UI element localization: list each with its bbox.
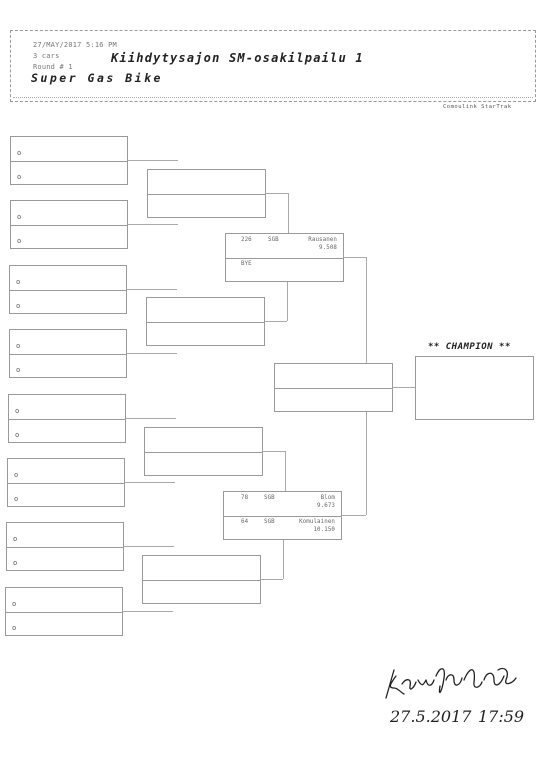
connector — [285, 451, 286, 491]
round2-slot-2 — [146, 297, 265, 346]
round1-slot-6-bottom-mark: o — [14, 494, 19, 503]
round1-slot-7: o o — [6, 522, 124, 571]
round1-slot-6-top-mark: o — [14, 471, 19, 479]
semifinal-lower: 78 SGB Blom 9.673 64 SGB Komulainen 10.1… — [223, 491, 342, 540]
connector — [366, 257, 367, 363]
round1-slot-4-top-mark: o — [16, 342, 21, 350]
final-slot — [274, 363, 393, 412]
header-frame — [10, 30, 536, 102]
connector — [128, 160, 178, 161]
round1-slot-2-top-mark: o — [17, 213, 22, 221]
entry-time: 9.508 — [319, 245, 337, 251]
header-time: 5:16 PM — [86, 41, 117, 49]
entry-class: SGB — [264, 495, 275, 501]
champion-box — [415, 356, 534, 420]
round1-slot-5: o o — [8, 394, 126, 443]
round1-slot-3-bottom-mark: o — [16, 301, 21, 310]
connector — [342, 515, 366, 516]
entry-time: 10.150 — [313, 526, 335, 533]
connector — [263, 451, 285, 452]
entry-number: 64 — [241, 518, 249, 525]
connector — [283, 540, 284, 579]
connector — [127, 289, 177, 290]
entry-class: SGB — [264, 518, 275, 525]
connector — [393, 387, 415, 388]
entry-number: 78 — [241, 495, 249, 501]
entry-name: Komulainen — [299, 518, 335, 525]
entry-number: 226 — [241, 237, 252, 243]
round1-slot-1: o o — [10, 136, 128, 185]
round1-slot-7-top-mark: o — [13, 535, 18, 543]
connector — [288, 193, 289, 233]
round1-slot-2: o o — [10, 200, 128, 249]
round1-slot-6: o o — [7, 458, 125, 507]
round1-slot-5-top-mark: o — [15, 407, 20, 415]
signature-date: 27.5.2017 — [389, 707, 472, 726]
event-title: Kiihdytysajon SM-osakilpailu 1 — [111, 51, 364, 65]
round1-slot-4-bottom-mark: o — [16, 365, 21, 374]
connector — [123, 611, 173, 612]
connector — [266, 193, 288, 194]
connector — [344, 257, 366, 258]
round2-slot-4 — [142, 555, 261, 604]
connector — [287, 282, 288, 321]
connector — [127, 353, 177, 354]
champion-label: ** CHAMPION ** — [428, 342, 511, 352]
round1-slot-2-bottom-mark: o — [17, 236, 22, 245]
connector — [265, 321, 287, 322]
round1-slot-7-bottom-mark: o — [13, 558, 18, 567]
round1-slot-8-top-mark: o — [12, 600, 17, 608]
round1-slot-1-top-mark: o — [17, 149, 22, 157]
round1-slot-5-bottom-mark: o — [15, 430, 20, 439]
entry-name: Blom — [320, 495, 335, 501]
connector — [261, 579, 283, 580]
connector — [128, 224, 178, 225]
round1-slot-4: o o — [9, 329, 127, 378]
entry-class: SGB — [268, 237, 279, 243]
round2-slot-3 — [144, 427, 263, 476]
round1-slot-1-bottom-mark: o — [17, 172, 22, 181]
round2-slot-1 — [147, 169, 266, 218]
round1-slot-3-top-mark: o — [16, 278, 21, 286]
connector — [124, 546, 174, 547]
header-date: 27/MAY/2017 — [33, 41, 82, 49]
header-cars: 3 cars — [33, 52, 60, 60]
handwritten-signature: 27.5.2017 17:59 — [385, 667, 524, 726]
semifinal-upper: 226 SGB Rausanen 9.508 BYE — [225, 233, 344, 282]
connector — [366, 412, 367, 515]
entry-name: Rausanen — [308, 237, 337, 243]
connector — [125, 482, 175, 483]
connector — [126, 418, 176, 419]
round1-slot-8: o o — [5, 587, 123, 636]
class-title: Super Gas Bike — [31, 71, 163, 85]
entry-time: 9.673 — [317, 503, 335, 509]
header-round: Round # 1 — [33, 63, 73, 71]
signature-time: 17:59 — [478, 707, 524, 726]
round1-slot-3: o o — [9, 265, 127, 314]
round1-slot-8-bottom-mark: o — [12, 623, 17, 632]
entry-bye: BYE — [241, 260, 252, 267]
system-footer-tag: Comoulink StarTrak — [443, 104, 512, 110]
